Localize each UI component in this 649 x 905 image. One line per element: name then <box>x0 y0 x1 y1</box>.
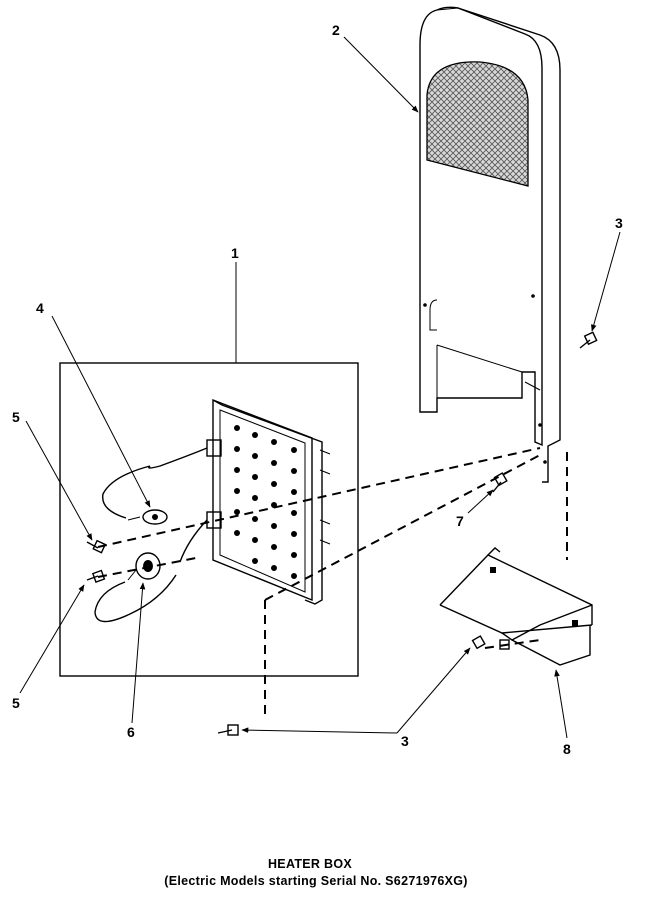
heater-element-plate <box>206 398 331 605</box>
diagram-subtitle: (Electric Models starting Serial No. S62… <box>164 874 467 888</box>
mesh-vent-window <box>426 61 529 187</box>
wire-harness <box>94 447 208 623</box>
screw-part-3-lower <box>217 724 239 736</box>
callout-3-lower: 3 <box>401 733 409 749</box>
callout-5-upper: 5 <box>12 409 20 425</box>
leader-lines <box>19 36 621 739</box>
callout-4: 4 <box>36 300 44 316</box>
thermostat-part-4 <box>127 509 168 525</box>
callout-7: 7 <box>456 513 464 529</box>
callout-5-lower: 5 <box>12 695 20 711</box>
callout-1: 1 <box>231 245 239 261</box>
screw-part-7 <box>492 472 508 493</box>
screw-part-3-upper <box>579 331 598 349</box>
thermostat-part-6 <box>127 552 161 581</box>
alignment-lines <box>97 447 568 718</box>
element-coil-studs <box>234 425 297 579</box>
callout-6: 6 <box>127 724 135 740</box>
screw-bracket <box>471 635 486 650</box>
screw-part-5-lower <box>86 569 106 583</box>
callout-8: 8 <box>563 741 571 757</box>
heater-box-panel <box>419 6 561 483</box>
screw-part-5-upper <box>86 539 107 554</box>
callout-3-upper: 3 <box>615 215 623 231</box>
callout-2: 2 <box>332 22 340 38</box>
diagram-title: HEATER BOX <box>268 857 352 871</box>
bottom-bracket-part-8 <box>439 547 593 666</box>
heater-assembly-box <box>59 362 359 677</box>
